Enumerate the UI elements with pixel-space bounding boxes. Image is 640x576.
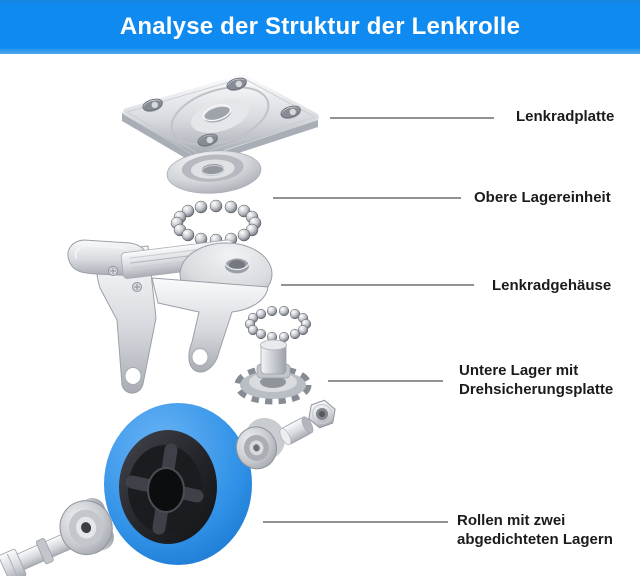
label-text-line2: Drehsicherungsplatte: [459, 380, 614, 398]
lower-ball-ring-icon: [244, 305, 312, 343]
upper-ball-ring-icon: [170, 199, 262, 247]
page-title: Analyse der Struktur der Lenkrolle: [119, 13, 521, 40]
screw-icon: [108, 266, 142, 292]
caster-housing-icon: [67, 239, 273, 394]
label-text: Lenkradgehäuse: [492, 277, 612, 294]
bearing-cup-icon: [166, 150, 262, 194]
label-text-line1: Untere Lager mit: [459, 362, 579, 379]
label-housing: Lenkradgehäuse: [492, 277, 611, 296]
label-upper-bearing: Obere Lagereinheit: [474, 189, 611, 208]
label-lower-bearing: Untere Lager mit Drehsicherungsplatte: [459, 362, 613, 399]
wheel-icon: [104, 403, 252, 565]
label-mounting-plate: Lenkradplatte: [516, 108, 614, 127]
leader-lines: [263, 117, 494, 523]
label-text: Lenkradplatte: [516, 108, 615, 125]
sealed-bearing-icon: [235, 417, 286, 470]
hex-nut-icon: [308, 399, 336, 429]
label-text-line1: Rollen mit zwei: [457, 512, 566, 529]
label-wheel: Rollen mit zwei abgedichteten Lagern: [457, 512, 613, 549]
lock-plate-icon: [234, 339, 312, 405]
title-bar: Analyse der Struktur der Lenkrolle: [0, 0, 640, 54]
label-text-line2: abgedichteten Lagern: [457, 530, 613, 548]
spacer-icon: [279, 416, 314, 446]
label-text: Obere Lagereinheit: [474, 189, 611, 206]
axle-bolt-icon: [0, 497, 114, 576]
